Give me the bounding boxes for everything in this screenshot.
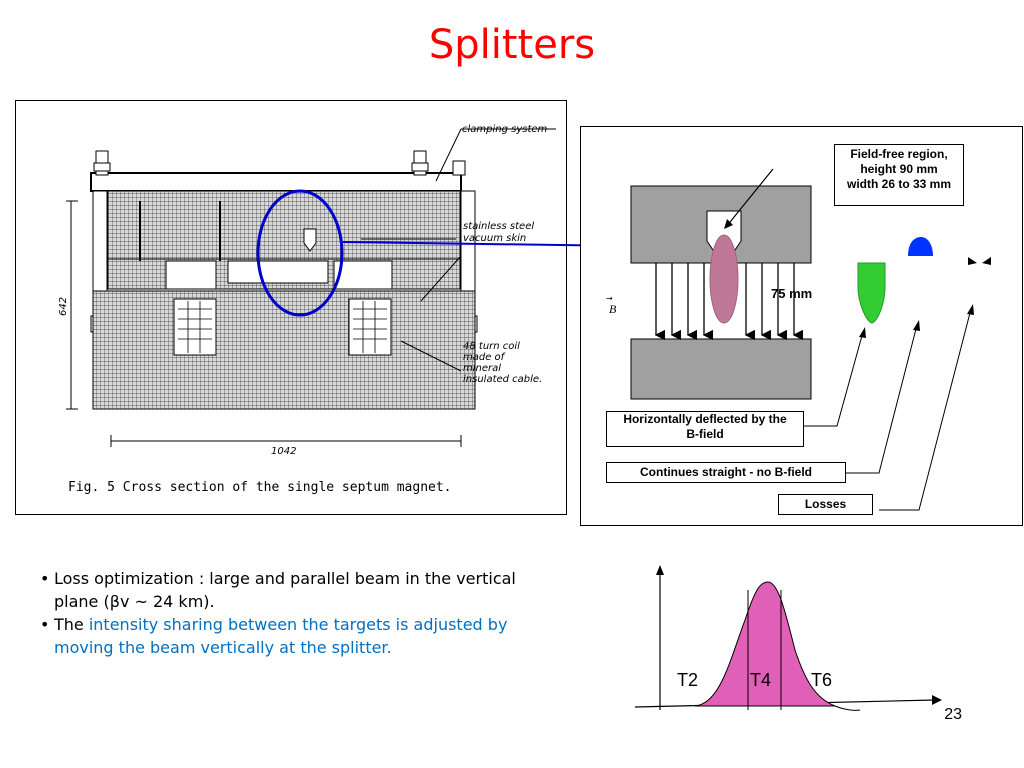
loss-shape-left	[968, 257, 977, 265]
page-number: 23	[944, 706, 962, 723]
target-t6-label: T6	[811, 670, 832, 690]
clamping-label: clamping system	[462, 124, 548, 135]
steel-label-1: stainless steel	[463, 221, 534, 232]
width-dimension: 1042	[271, 446, 296, 457]
field-free-label: Field-free region, height 90 mm width 26…	[834, 144, 964, 206]
bullet-list: •Loss optimization : large and parallel …	[40, 567, 600, 659]
bullet-intensity-sharing: •The intensity sharing between the targe…	[40, 615, 508, 657]
beam-profile-sketch: T2 T4 T6	[634, 565, 942, 711]
steel-label-2: vacuum skin	[463, 233, 526, 244]
coil-label-3: mineral	[463, 363, 501, 374]
slide-title: Splitters	[428, 22, 596, 68]
septum-schematic: B → 75 mm	[606, 168, 991, 511]
target-t4-label: T4	[750, 670, 771, 690]
straight-label: Continues straight - no B-field	[606, 462, 846, 483]
coil-right	[348, 298, 392, 356]
loss-shape-right	[982, 257, 991, 265]
svg-text:→: →	[606, 294, 613, 303]
losses-label: Losses	[778, 494, 873, 515]
septum-field-diagram: B → 75 mm Field-free region, height 90 m…	[580, 126, 1023, 526]
coil-label-2: made of	[463, 352, 506, 363]
coil-label-1: 48 turn coil	[463, 341, 520, 352]
deflected-label: Horizontally deflected by the B-field	[606, 411, 804, 447]
septum-magnet-cross-section: clamping system stainless steel vacuum s…	[15, 100, 567, 515]
upper-yoke	[107, 190, 461, 267]
straight-beam-shape	[908, 237, 933, 256]
figure-caption: Fig. 5 Cross section of the single septu…	[68, 480, 452, 495]
bullet-loss-optimization: •Loss optimization : large and parallel …	[40, 569, 516, 611]
coil-left	[173, 298, 217, 356]
b-field-symbol: B	[609, 302, 617, 316]
lower-pole	[630, 338, 812, 400]
height-dimension: 642	[58, 297, 69, 316]
coil-label-4: insulated cable.	[463, 374, 542, 385]
beam-ellipse	[709, 234, 739, 324]
cross-section-drawing: clamping system stainless steel vacuum s…	[58, 124, 556, 495]
profile-curve	[694, 581, 836, 707]
target-t2-label: T2	[677, 670, 698, 690]
gap-label: 75 mm	[771, 286, 812, 301]
deflected-beam-shape	[857, 262, 886, 324]
septum-highlight-circle	[256, 189, 344, 317]
